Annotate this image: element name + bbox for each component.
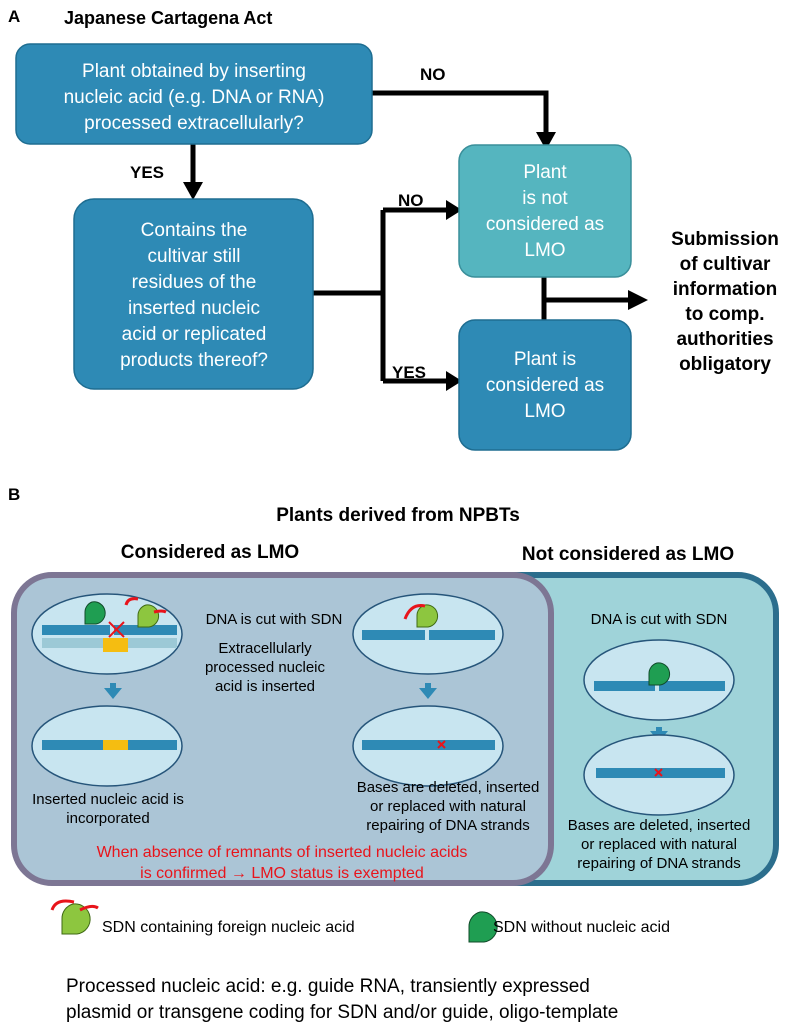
not-lmo-result-box	[458, 144, 632, 278]
bases-caption-mid-line-1: Bases are deleted, inserted	[357, 779, 540, 796]
legend-plain-sdn-icon	[468, 911, 498, 943]
dna-strand-mid-repaired	[362, 740, 495, 750]
dna-cut-right-label: DNA is cut with SDN	[591, 611, 728, 628]
legend-plain-label: SDN without nucleic acid	[493, 919, 670, 936]
dna-cut-left-label: DNA is cut with SDN	[206, 611, 343, 628]
arrowhead-no-branch	[446, 200, 462, 220]
arrowhead-yes-down	[183, 182, 203, 200]
bases-caption-mid-line-3: repairing of DNA strands	[366, 817, 529, 834]
panel-a-label: A	[8, 7, 20, 26]
question-1-line-1: Plant obtained by inserting	[82, 61, 306, 82]
arrowhead-submission	[628, 290, 648, 310]
question-1-line-3: processed extracellularly?	[84, 113, 304, 134]
submission-line-5: authorities	[676, 329, 773, 350]
question-1-box	[15, 43, 373, 145]
dna-strand-right-cut	[594, 681, 725, 691]
question-2-line-3: residues of the	[132, 272, 257, 293]
bases-caption-mid-line-2: or replaced with natural	[370, 798, 526, 815]
no-label-top: NO	[420, 65, 446, 84]
submission-line-2: of cultivar	[680, 254, 771, 275]
not-lmo-heading: Not considered as LMO	[522, 544, 734, 565]
inserted-caption-line-2: incorporated	[66, 810, 149, 827]
sdn-plain-icon	[84, 601, 106, 625]
bases-caption-right-line-3: repairing of DNA strands	[577, 855, 740, 872]
dna-strand-right-repaired	[596, 768, 725, 778]
arrowheads	[183, 132, 648, 391]
exemption-note-line-2: is confirmed → LMO status is exempted	[140, 865, 424, 882]
legend-foreign-label: SDN containing foreign nucleic acid	[102, 919, 355, 936]
extracellular-note-line-2: processed nucleic	[205, 659, 326, 676]
not-lmo-line-3: considered as	[486, 214, 604, 235]
submission-line-3: information	[673, 279, 778, 300]
dna-strand-cut	[42, 625, 177, 635]
lmo-line-2: considered as	[486, 375, 604, 396]
arrowhead-yes-branch	[446, 371, 462, 391]
mutation-mark-icon	[437, 740, 446, 749]
extracellular-note-line-3: acid is inserted	[215, 678, 315, 695]
bases-caption-right-line-2: or replaced with natural	[581, 836, 737, 853]
sdn-foreign-icon	[403, 604, 439, 628]
sdn-foreign-icon	[124, 597, 167, 628]
insert-segment	[103, 638, 128, 652]
incorporated-segment	[103, 740, 128, 750]
bases-caption-right-line-1: Bases are deleted, inserted	[568, 817, 751, 834]
exemption-note-line-1: When absence of remnants of inserted nuc…	[97, 844, 468, 861]
down-arrow-icon	[104, 683, 122, 699]
panel-b-title: Plants derived from NPBTs	[276, 505, 520, 526]
lmo-line-1: Plant is	[514, 349, 576, 370]
question-2-line-5: acid or replicated	[122, 324, 267, 345]
down-arrow-icon	[419, 683, 437, 699]
no-label-branch: NO	[398, 191, 424, 210]
yes-label-left: YES	[130, 163, 164, 182]
inserted-caption-line-1: Inserted nucleic acid is	[32, 791, 184, 808]
not-lmo-line-1: Plant	[523, 162, 567, 183]
legend-foreign-sdn-icon	[50, 899, 99, 935]
panel-b-label: B	[8, 485, 20, 504]
question-1-line-2: nucleic acid (e.g. DNA or RNA)	[64, 87, 325, 108]
question-2-line-2: cultivar still	[148, 246, 241, 267]
no-arrow-top	[372, 90, 549, 134]
submission-line-1: Submission	[671, 229, 779, 250]
question-2-line-6: products thereof?	[120, 350, 268, 371]
question-2-line-1: Contains the	[141, 220, 248, 241]
lmo-line-3: LMO	[524, 401, 565, 422]
not-lmo-line-4: LMO	[524, 240, 565, 261]
cross-mark-icon	[108, 621, 125, 638]
flow-connectors	[190, 90, 630, 384]
footnote-line-2: plasmid or transgene coding for SDN and/…	[66, 1002, 618, 1023]
mutation-mark-icon	[654, 768, 663, 777]
submission-line-6: obligatory	[679, 354, 771, 375]
footnote-line-1: Processed nucleic acid: e.g. guide RNA, …	[66, 976, 590, 997]
lmo-result-box	[458, 319, 632, 451]
extracellular-note-line-1: Extracellularly	[218, 640, 312, 657]
submission-line-4: to comp.	[685, 304, 764, 325]
arrowhead-no-top	[536, 132, 556, 150]
lmo-heading: Considered as LMO	[121, 542, 299, 563]
question-2-box	[73, 198, 314, 390]
yes-label-branch: YES	[392, 363, 426, 382]
not-lmo-line-2: is not	[522, 188, 568, 209]
question-2-line-4: inserted nucleic	[128, 298, 260, 319]
panel-a-title: Japanese Cartagena Act	[64, 8, 272, 28]
sdn-plain-icon	[648, 662, 671, 686]
